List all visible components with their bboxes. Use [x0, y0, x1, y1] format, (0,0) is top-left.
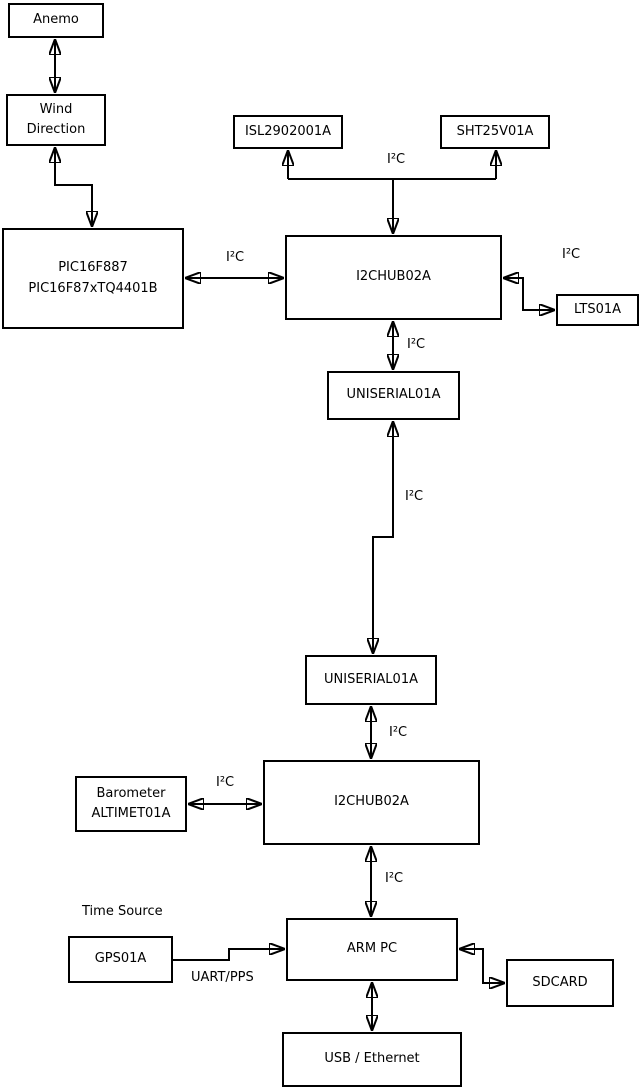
edge-hub1-lts: [504, 278, 554, 310]
edge-gps-armpc: [173, 949, 284, 961]
edge-label-uart-pps: UART/PPS: [191, 970, 254, 985]
node-anemo: Anemo: [8, 3, 104, 38]
node-isl2902001a: ISL2902001A: [233, 115, 343, 149]
edge-label-i2c-pic-hub: I²C: [226, 250, 245, 265]
node-i2chub02a-2-label: I2CHUB02A: [334, 794, 409, 810]
node-usb-ethernet: USB / Ethernet: [282, 1032, 462, 1087]
node-isl2902001a-label: ISL2902001A: [244, 123, 332, 139]
node-uniserial01a-2-label: UNISERIAL01A: [324, 671, 418, 687]
node-uniserial01a-2: UNISERIAL01A: [305, 655, 437, 705]
node-i2chub02a-2: I2CHUB02A: [263, 760, 480, 845]
node-sht25v01a-label: SHT25V01A: [456, 123, 534, 139]
edge-label-i2c-uniserial-hub2: I²C: [389, 725, 408, 740]
node-wind-direction-label: Wind Direction: [26, 101, 86, 137]
edge-label-i2c-hub-uniserial: I²C: [407, 337, 426, 352]
node-sdcard: SDCARD: [506, 959, 614, 1007]
node-i2chub02a-1: I2CHUB02A: [285, 235, 502, 320]
node-pic16f887: PIC16F887 PIC16F87xTQ4401B: [2, 228, 184, 329]
node-arm-pc: ARM PC: [286, 918, 458, 981]
node-lts01a: LTS01A: [556, 294, 639, 326]
edge-label-i2c-barometer-hub2: I²C: [216, 775, 235, 790]
edge-wind-pic: [55, 148, 92, 226]
edge-label-i2c-hub-lts: I²C: [562, 247, 581, 262]
node-gps01a-label: GPS01A: [94, 951, 147, 967]
node-sht25v01a: SHT25V01A: [440, 115, 550, 149]
node-i2chub02a-1-label: I2CHUB02A: [356, 269, 431, 285]
node-usb-ethernet-label: USB / Ethernet: [324, 1051, 420, 1067]
node-arm-pc-label: ARM PC: [346, 941, 398, 957]
node-anemo-label: Anemo: [33, 12, 79, 28]
edge-label-i2c-sensors: I²C: [387, 152, 406, 167]
edge-armpc-sdcard: [460, 949, 504, 983]
edge-label-time-source: Time Source: [82, 904, 163, 919]
node-sdcard-label: SDCARD: [532, 974, 588, 990]
node-pic16f887-label: PIC16F887 PIC16F87xTQ4401B: [28, 260, 158, 296]
node-uniserial01a-1-label: UNISERIAL01A: [346, 387, 441, 403]
node-gps01a: GPS01A: [68, 936, 173, 983]
node-uniserial01a-1: UNISERIAL01A: [327, 371, 460, 420]
edge-label-i2c-uniserial-link: I²C: [405, 489, 424, 504]
node-lts01a-label: LTS01A: [573, 301, 622, 317]
edge-label-i2c-hub2-armpc: I²C: [385, 871, 404, 886]
node-barometer-label: Barometer ALTIMET01A: [91, 785, 171, 821]
node-barometer: Barometer ALTIMET01A: [75, 776, 187, 832]
edge-uniserial1-uniserial2: [373, 422, 393, 653]
node-wind-direction: Wind Direction: [6, 94, 106, 146]
